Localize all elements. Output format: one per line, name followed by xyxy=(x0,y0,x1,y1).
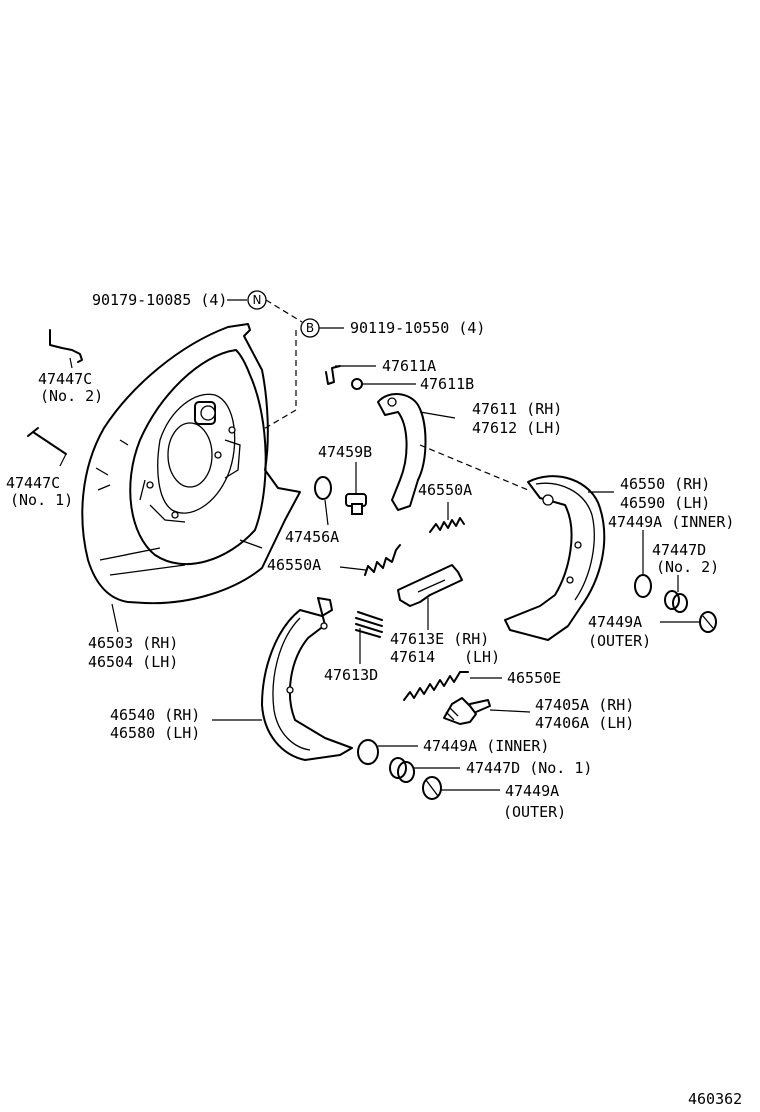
label-47405a: 47405A (RH) xyxy=(535,696,634,714)
label-47447d-no2-sub: (No. 2) xyxy=(656,558,719,576)
label-47613e: 47613E (RH) xyxy=(390,630,489,648)
marker-b: B xyxy=(300,318,320,338)
spring-46550a-lower xyxy=(364,544,401,576)
part-labels: 90179-10085 (4) 90119-10550 (4) 47447C (… xyxy=(6,291,742,1108)
label-47614: 47614 xyxy=(390,648,435,666)
diagram-number: 460362 xyxy=(688,1090,742,1108)
washer-47611b xyxy=(351,378,363,390)
leader-lines xyxy=(59,299,700,791)
spring-46550e xyxy=(403,671,469,701)
label-46550a-upper: 46550A xyxy=(418,481,472,499)
label-47614-lh: (LH) xyxy=(464,648,500,666)
label-46504: 46504 (LH) xyxy=(88,653,178,671)
label-47459b: 47459B xyxy=(318,443,372,461)
label-47611: 47611 (RH) xyxy=(472,400,562,418)
label-47611a: 47611A xyxy=(382,357,436,375)
washer-outer-upper xyxy=(699,611,717,633)
bolt-47459b xyxy=(345,493,367,515)
label-46550e: 46550E xyxy=(507,669,561,687)
washer-outer-lower xyxy=(422,776,442,800)
label-46550: 46550 (RH) xyxy=(620,475,710,493)
backing-plate xyxy=(81,323,301,605)
label-47447d-no1: 47447D (No. 1) xyxy=(466,759,592,777)
parking-lever xyxy=(377,393,427,511)
label-47406a: 47406A (LH) xyxy=(535,714,634,732)
spring-46550a-upper xyxy=(429,517,465,533)
label-47447c-no2-sub: (No. 2) xyxy=(40,387,103,405)
label-46503: 46503 (RH) xyxy=(88,634,178,652)
washer-inner-lower xyxy=(357,739,379,765)
brake-shoe-upper xyxy=(504,475,606,641)
svg-text:N: N xyxy=(253,293,262,307)
adjusting-lever xyxy=(397,564,463,607)
marker-n: N xyxy=(247,290,267,310)
label-47449a-outer-upper: 47449A xyxy=(588,613,642,631)
clip-47611a xyxy=(325,365,341,385)
label-47611b: 47611B xyxy=(420,375,474,393)
hold-down-pin-no1 xyxy=(27,427,67,455)
label-46590: 46590 (LH) xyxy=(620,494,710,512)
label-46550a-lower: 46550A xyxy=(267,556,321,574)
label-47613d: 47613D xyxy=(324,666,378,684)
label-47456a: 47456A xyxy=(285,528,339,546)
label-47612: 47612 (LH) xyxy=(472,419,562,437)
label-47449a-inner-upper: 47449A (INNER) xyxy=(608,513,734,531)
adjuster-47405a xyxy=(443,697,491,725)
spring-47613d xyxy=(355,611,383,638)
label-90119: 90119-10550 (4) xyxy=(350,319,485,337)
spring-47447d-upper xyxy=(664,590,688,613)
spring-47447d-lower xyxy=(389,757,415,783)
label-47447c-no1: 47447C xyxy=(6,474,60,492)
brake-shoe-lower xyxy=(261,597,353,761)
label-46540: 46540 (RH) xyxy=(110,706,200,724)
label-47447c-no2: 47447C xyxy=(38,370,92,388)
label-47449a-outer-upper-sub: (OUTER) xyxy=(588,632,651,650)
svg-text:B: B xyxy=(306,321,314,335)
label-47447c-no1-sub: (No. 1) xyxy=(10,491,73,509)
label-90179: 90179-10085 (4) xyxy=(92,291,227,309)
label-47449a-inner-lower: 47449A (INNER) xyxy=(423,737,549,755)
label-47447d-no2: 47447D xyxy=(652,541,706,559)
label-47449a-outer-lower-sub: (OUTER) xyxy=(503,803,566,821)
label-47449a-outer-lower: 47449A xyxy=(505,782,559,800)
label-46580: 46580 (LH) xyxy=(110,724,200,742)
washer-47456a xyxy=(314,476,332,500)
washer-inner-upper xyxy=(634,574,652,598)
hold-down-pin-no2 xyxy=(49,329,83,363)
